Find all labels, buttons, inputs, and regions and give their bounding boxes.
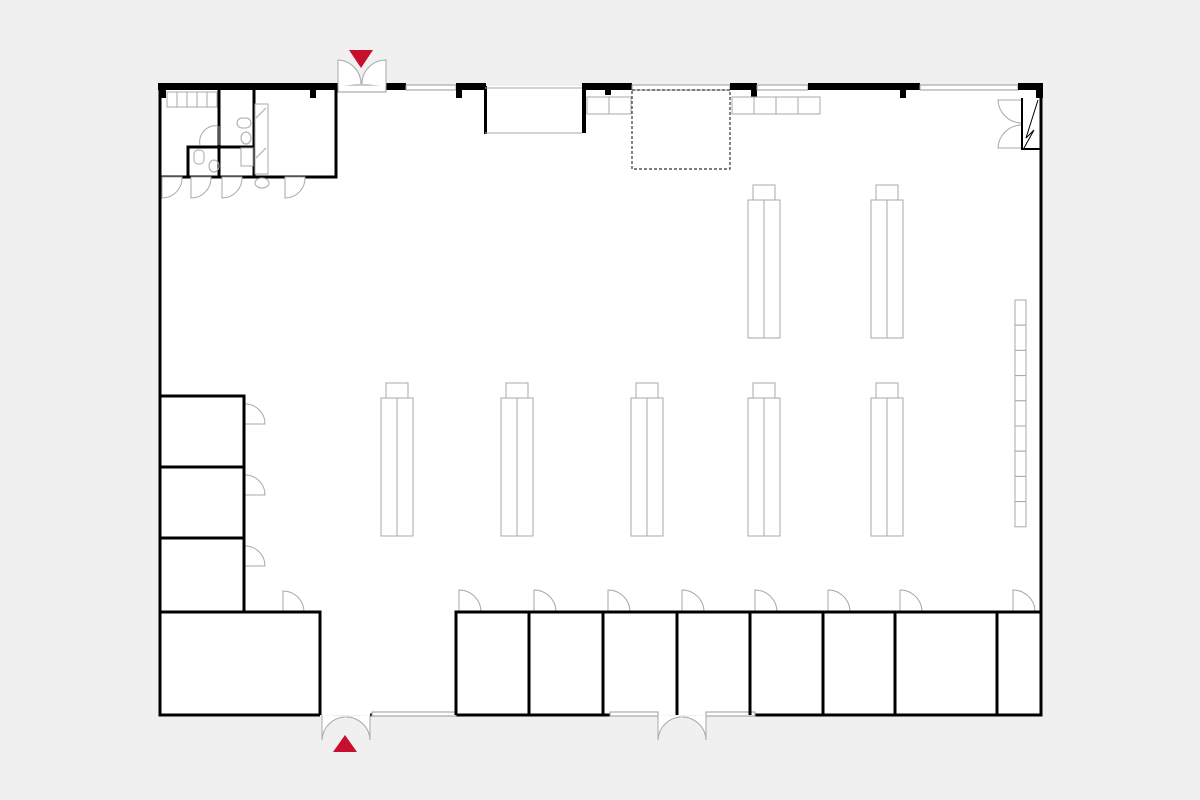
recess-walls: [484, 86, 582, 134]
entrance-arrow-icon: [349, 50, 373, 68]
dashed-area: [631, 89, 731, 170]
bottom-window: [371, 711, 457, 717]
bottom-double-door-2[interactable]: [657, 715, 707, 741]
door[interactable]: [284, 176, 306, 199]
wall-shelf: [1014, 299, 1027, 528]
doors: [161, 176, 1036, 613]
shelf: [870, 184, 904, 339]
shelf: [500, 382, 534, 537]
shelf: [747, 382, 781, 537]
door[interactable]: [190, 176, 212, 199]
shelf: [630, 382, 664, 537]
bottom-double-door[interactable]: [321, 715, 371, 752]
right-side-door[interactable]: [997, 98, 1041, 150]
door[interactable]: [221, 176, 243, 199]
door[interactable]: [161, 176, 183, 199]
top-double-door[interactable]: [337, 50, 387, 86]
entrance-arrow-icon: [333, 735, 357, 752]
recess-floor: [485, 86, 582, 134]
restroom-block: [160, 88, 338, 189]
shelf: [380, 382, 414, 537]
top-counters: [586, 96, 821, 115]
room-walls: [160, 394, 1041, 715]
shelves: [380, 184, 1027, 537]
shelf: [747, 184, 781, 339]
rooms: [160, 394, 1041, 715]
bottom-window: [609, 711, 659, 717]
shelf: [870, 382, 904, 537]
bottom-window: [705, 711, 756, 717]
